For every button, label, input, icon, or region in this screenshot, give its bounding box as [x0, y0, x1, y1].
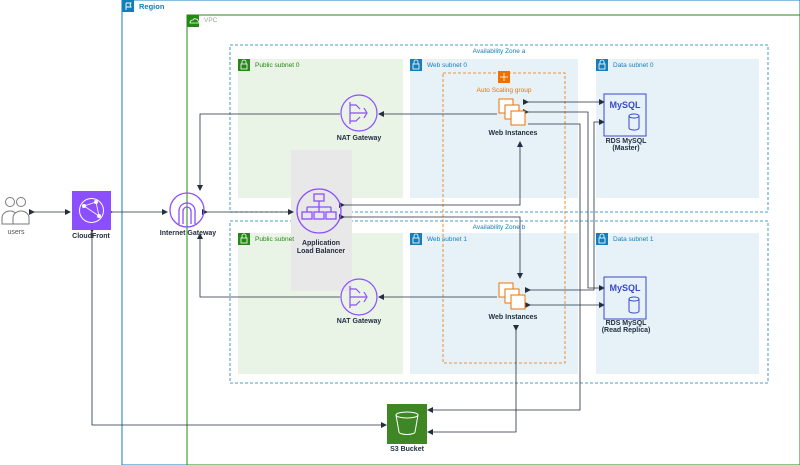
mysql-logo-text: MySQL [609, 283, 641, 293]
lock-icon [596, 233, 608, 245]
lock-icon [596, 59, 608, 71]
lock-icon [238, 233, 250, 245]
internet-gateway-label: Internet Gateway [159, 230, 217, 237]
az-b-label: Availability Zone b [472, 224, 526, 231]
lock-icon [410, 233, 422, 245]
load-balancer-icon [296, 188, 342, 234]
web-subnet-0-label: Web subnet 0 [427, 62, 467, 69]
rds-mysql-icon: MySQL [603, 93, 647, 137]
auto-scaling-glyph [500, 73, 508, 81]
rds-replica-label-line2: (Read Replica) [601, 327, 651, 334]
nat-gateway-0-label: NAT Gateway [336, 135, 382, 142]
connections [29, 99, 605, 435]
region-label: Region [139, 2, 165, 11]
ec2-instances-icon [498, 98, 526, 126]
vpc-cloud-glyph [189, 18, 200, 24]
public-subnet-1-label: Public subnet [255, 236, 295, 243]
ec2-instances-icon [498, 282, 526, 310]
vpc-label: VPC [204, 17, 218, 24]
auto-scaling-label: Auto Scaling group [476, 87, 532, 94]
vpc-cloud-icon [187, 15, 199, 27]
web-instances-1-label: Web Instances [488, 314, 538, 321]
users-label: users [7, 229, 25, 236]
lock-icon [238, 59, 250, 71]
region-flag-glyph [125, 2, 132, 10]
alb-label-line2: Load Balancer [296, 248, 346, 255]
nat-gateway-icon [340, 278, 378, 316]
cloudfront-icon [72, 191, 111, 230]
web-subnet-1 [410, 233, 578, 374]
s3-bucket-label: S3 Bucket [390, 446, 424, 453]
mysql-logo-text: MySQL [609, 100, 641, 110]
data-subnet-0-label: Data subnet 0 [613, 62, 654, 69]
alb-backdrop [291, 150, 352, 291]
web-subnet-0 [410, 59, 578, 198]
rds-master-label-line2: (Master) [612, 145, 640, 152]
lock-icon [410, 59, 422, 71]
alb-label-line1: Application [301, 240, 341, 247]
public-subnet-0-label: Public subnet 0 [255, 62, 300, 69]
web-subnet-1-label: Web subnet 1 [427, 236, 467, 243]
region-flag-icon [122, 0, 134, 12]
data-subnet-1-label: Data subnet 1 [613, 236, 654, 243]
data-subnet-0 [596, 59, 759, 198]
rds-replica-label-line1: RDS MySQL [605, 320, 647, 327]
data-subnet-1 [596, 233, 759, 374]
internet-gateway-icon [169, 192, 205, 228]
s3-bucket-icon [387, 404, 427, 444]
nat-gateway-icon [340, 94, 378, 132]
nat-gateway-1-label: NAT Gateway [336, 318, 382, 325]
users-icon [1, 197, 30, 225]
cloudfront-label: CloudFront [72, 233, 110, 240]
web-instances-0-label: Web Instances [488, 130, 538, 137]
rds-mysql-icon: MySQL [603, 276, 647, 320]
az-a-label: Availability Zone a [472, 48, 526, 55]
az-a-group [229, 44, 769, 213]
rds-master-label-line1: RDS MySQL [605, 138, 647, 145]
